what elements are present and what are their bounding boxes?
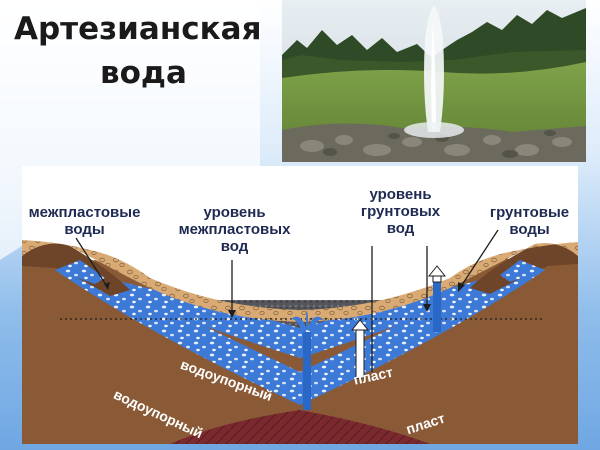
label-interlayer-level: уровень межпластовых вод [178,204,291,255]
up-arrow-icon [350,319,370,379]
label-ground-waters: грунтовые воды [489,204,570,238]
level-arrow-icon [427,265,447,332]
page-title-second-line: вода [100,55,187,91]
label-ground-level: уровень грунтовых вод [360,186,441,237]
artesian-fountain-photo [282,0,586,162]
upper-aquifer-layer [95,275,510,358]
lower-aquiclude-layer [22,252,578,444]
fountain-icon [290,310,324,410]
surface-soil-layer [22,240,578,322]
label-interlayer-waters: межпластовые воды [28,204,141,238]
page-title: Артезианская [14,11,262,47]
artesian-cross-section-diagram [22,166,578,444]
